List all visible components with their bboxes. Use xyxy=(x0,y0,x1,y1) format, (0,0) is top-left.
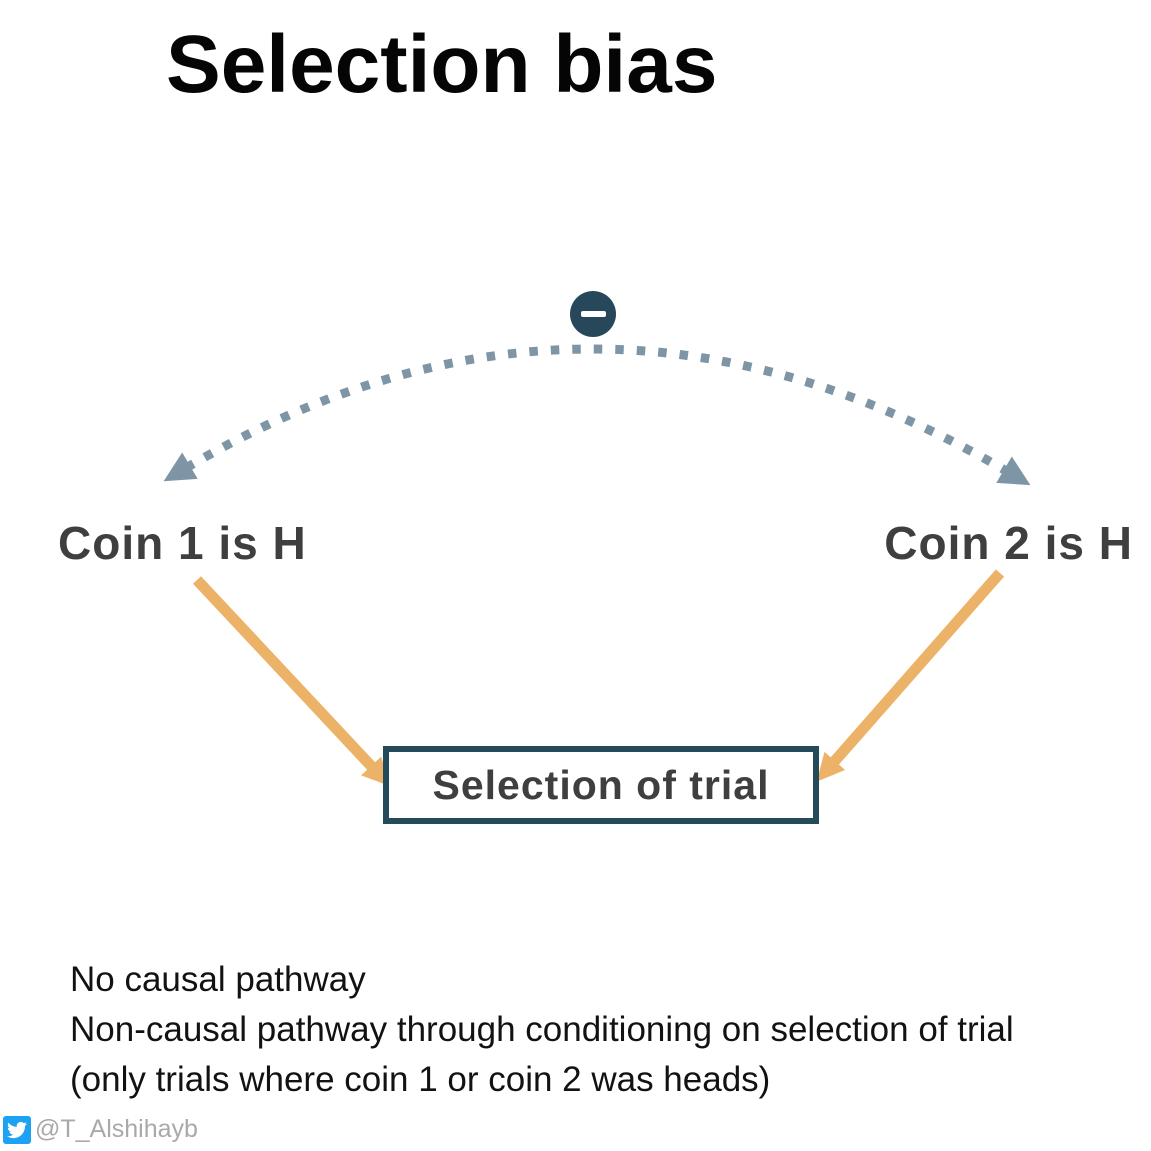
footer: @T_Alshihayb xyxy=(3,1115,198,1144)
node-coin1: Coin 1 is H xyxy=(58,517,307,569)
page-title: Selection bias xyxy=(166,19,718,110)
note-line: Non-causal pathway through conditioning … xyxy=(70,1010,1014,1049)
notes-block: No causal pathway Non-causal pathway thr… xyxy=(70,955,1014,1105)
minus-icon xyxy=(580,311,606,317)
node-coin2: Coin 2 is H xyxy=(884,517,1133,569)
note-line: No causal pathway xyxy=(70,960,366,999)
dashed-noncausal-arc xyxy=(163,344,1031,486)
selection-of-trial-label: Selection of trial xyxy=(432,761,770,808)
twitter-icon xyxy=(3,1115,31,1144)
left-causal-arrow xyxy=(192,576,390,787)
minus-badge xyxy=(570,291,616,337)
twitter-handle: @T_Alshihayb xyxy=(35,1115,198,1143)
selection-of-trial-box: Selection of trial xyxy=(383,746,819,824)
note-line: (only trials where coin 1 or coin 2 was … xyxy=(70,1060,771,1099)
right-causal-arrow xyxy=(816,569,1005,782)
